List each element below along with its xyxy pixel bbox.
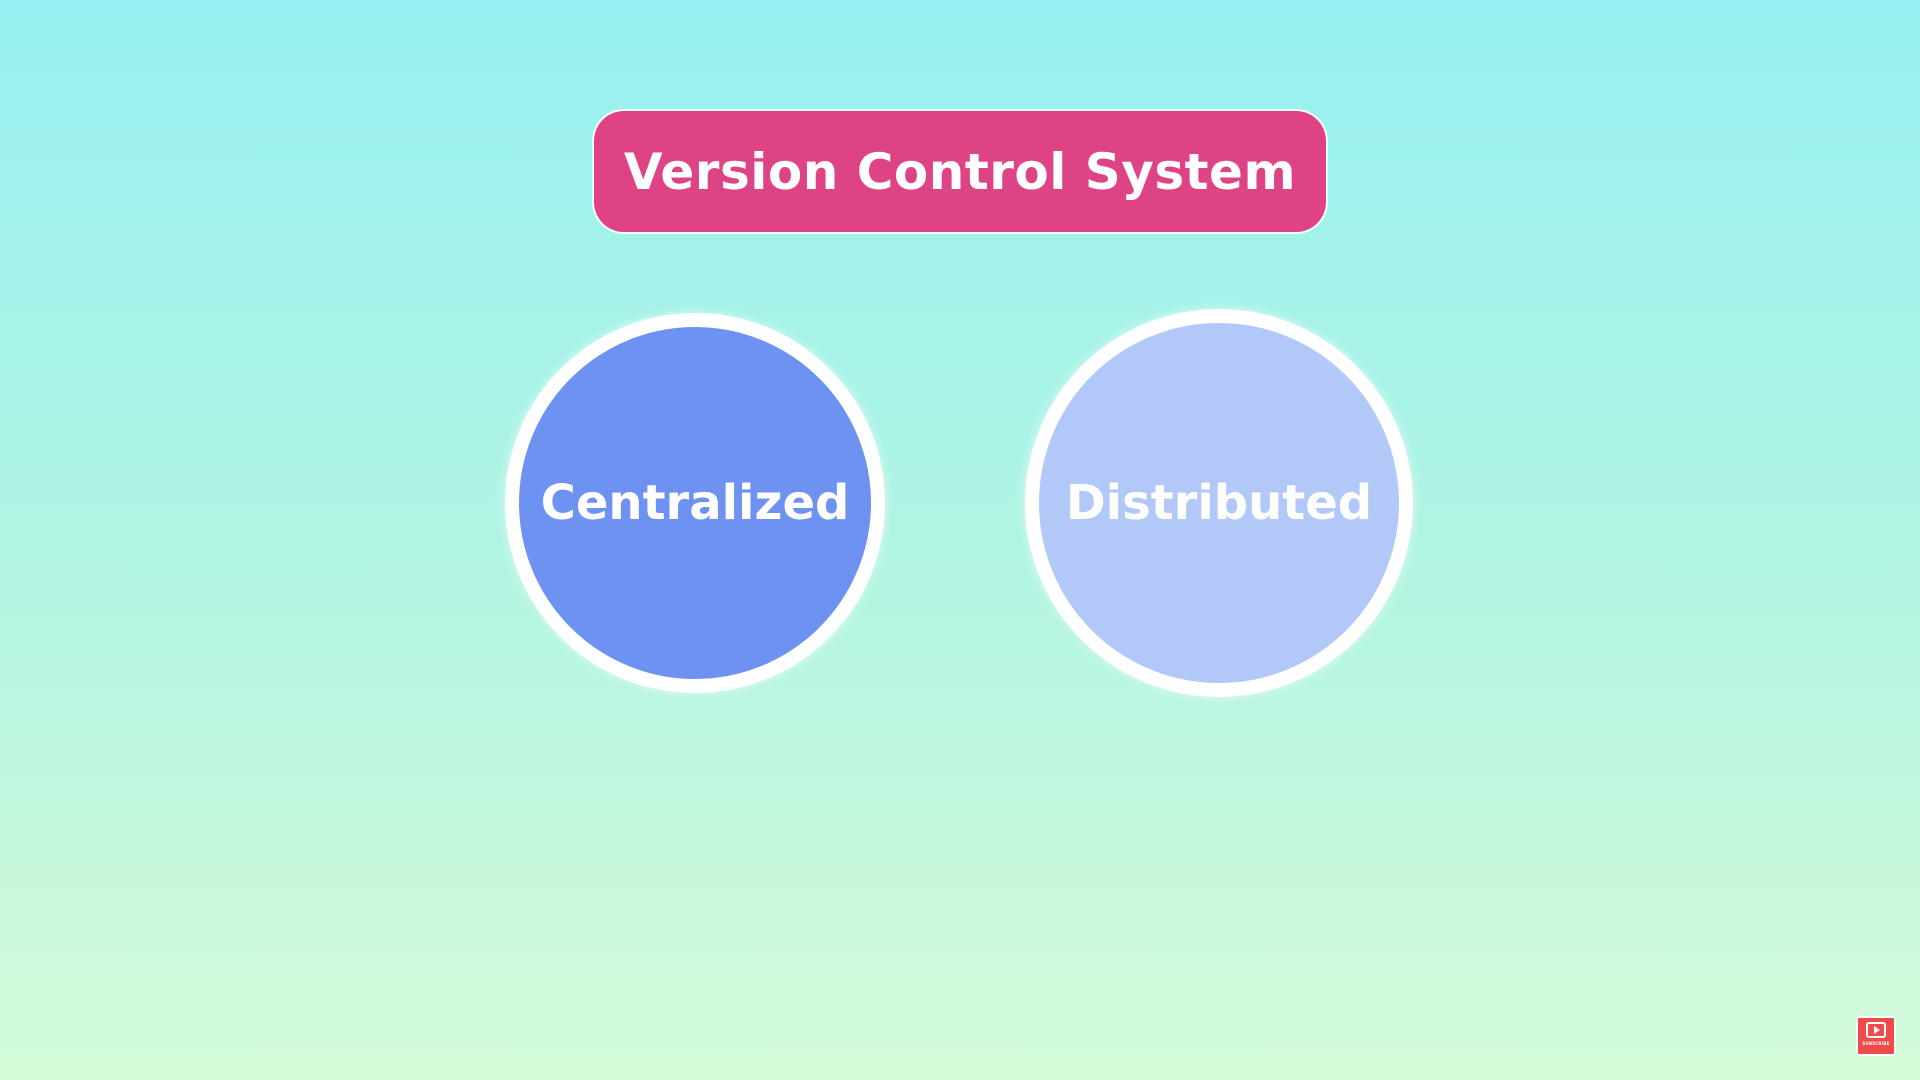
subscribe-label: SUBSCRIBE bbox=[1862, 1041, 1890, 1046]
distributed-label: Distributed bbox=[1065, 475, 1373, 531]
centralized-circle: Centralized bbox=[505, 313, 885, 693]
title-box: Version Control System bbox=[594, 111, 1326, 232]
play-icon bbox=[1866, 1022, 1886, 1038]
distributed-circle: Distributed bbox=[1025, 309, 1413, 697]
centralized-label: Centralized bbox=[540, 475, 850, 531]
title-text: Version Control System bbox=[623, 142, 1297, 201]
subscribe-button[interactable]: SUBSCRIBE bbox=[1856, 1016, 1896, 1056]
